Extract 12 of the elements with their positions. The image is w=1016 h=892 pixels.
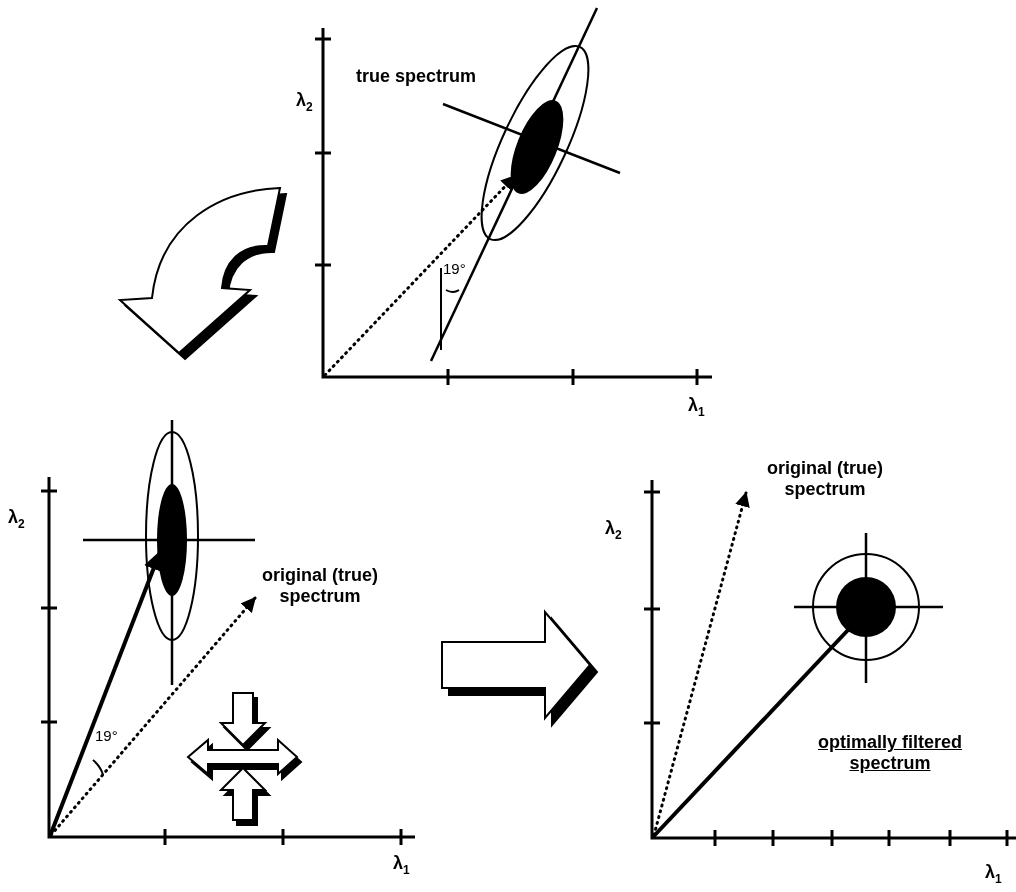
axis-label: λ$_{1}$	[393, 853, 410, 879]
annotation: optimally filtered spectrum	[817, 732, 963, 774]
angle-label: 19°	[443, 259, 466, 279]
axis-label: λ$_{2}$	[296, 90, 313, 116]
axis-label: λ$_{1}$	[688, 395, 705, 421]
axis-label: λ$_{2}$	[8, 507, 25, 533]
axis-label: λ$_{2}$	[605, 518, 622, 544]
annotation: original (true) spectrum	[261, 565, 379, 607]
annotation: original (true) spectrum	[766, 458, 884, 500]
axis-label: λ$_{1}$	[985, 862, 1002, 888]
annotation: true spectrum	[356, 66, 477, 87]
angle-label: 19°	[95, 726, 118, 746]
